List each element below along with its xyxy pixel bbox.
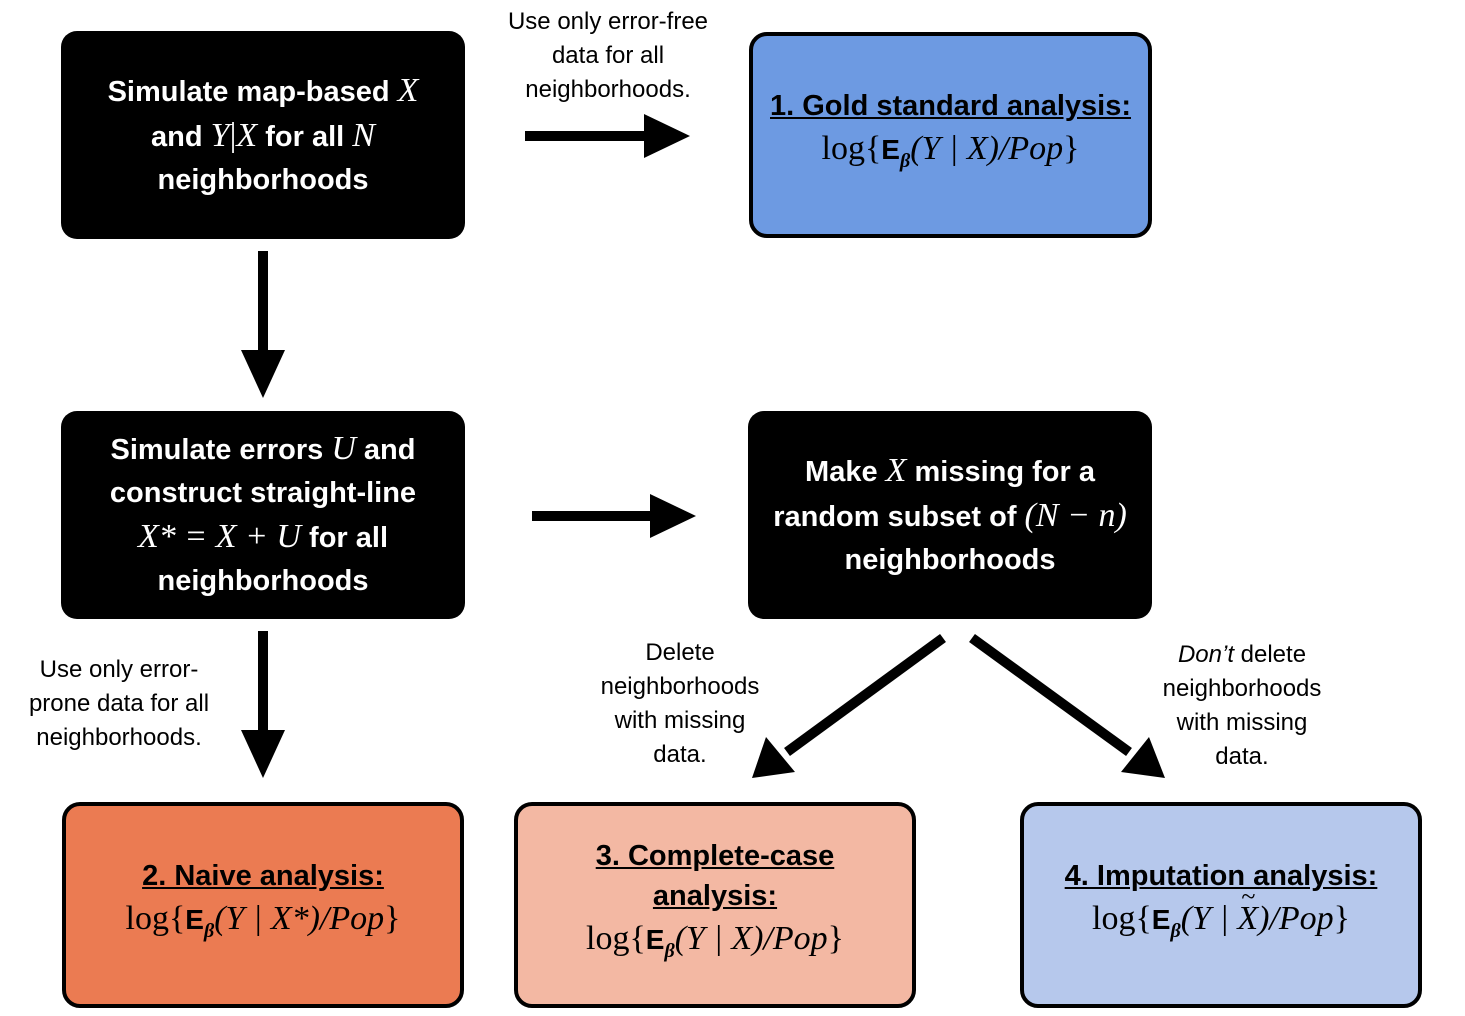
- simulate-errors-line4: neighborhoods: [157, 565, 369, 597]
- naive-analysis-title: 2. Naive analysis:: [142, 860, 384, 893]
- label-dont-delete: Don’t delete neighborhoods with missing …: [1127, 638, 1357, 774]
- imputation-formula: log{Eβ(Y | X)/Pop}: [1092, 874, 1350, 954]
- complete-case-title-line2: analysis:: [652, 880, 778, 913]
- simulate-errors-line1: Simulate errors U and: [110, 430, 416, 467]
- simulate-xy-line2: and Y|X for all N: [151, 116, 375, 154]
- arrowhead-missing-to-imputation: [1121, 737, 1165, 778]
- simulate-xy-line1: Simulate map-based X: [107, 71, 419, 109]
- label-error-free: Use only error-free data for all neighbo…: [507, 8, 709, 103]
- complete-case-title-line1: 3. Complete-case: [595, 840, 835, 873]
- gold-standard-formula: log{Eβ(Y | X)/Pop}: [821, 130, 1080, 172]
- label-error-prone: Use only error- prone data for all neigh…: [28, 656, 210, 751]
- simulate-xy-line3: neighborhoods: [157, 163, 369, 196]
- make-missing-line1: Make X missing for a: [805, 451, 1095, 489]
- arrowhead-missing-to-complete: [752, 737, 795, 778]
- make-missing-line2: random subset of (N − n): [773, 496, 1127, 534]
- arrowhead-errors-to-naive: [241, 730, 285, 778]
- naive-analysis-box: 2. Naive analysis: log{Eβ(Y | X*)/Pop}: [62, 802, 464, 1008]
- arrowhead-sim-to-gold: [644, 114, 690, 158]
- arrow-missing-to-complete: [784, 633, 946, 757]
- arrow-missing-to-imputation: [969, 633, 1132, 757]
- make-missing-box: Make X missing for a random subset of (N…: [748, 411, 1152, 619]
- imputation-title: 4. Imputation analysis:: [1064, 860, 1378, 893]
- imputation-box: 4. Imputation analysis: log{Eβ(Y | X)/Po…: [1020, 802, 1422, 1008]
- arrowhead-sim-to-errors: [241, 350, 285, 398]
- simulate-errors-line3: X* = X + U for all: [138, 518, 388, 555]
- arrowhead-errors-to-missing: [650, 494, 696, 538]
- label-delete: Delete neighborhoods with missing data.: [600, 639, 760, 768]
- label-dont-delete-line1: Don’t delete: [1177, 641, 1307, 668]
- simulate-xy-box: Simulate map-based X and Y|X for all N n…: [61, 31, 465, 239]
- naive-analysis-formula: log{Eβ(Y | X*)/Pop}: [125, 900, 401, 942]
- simulate-errors-line2: construct straight-line: [109, 477, 417, 509]
- make-missing-line3: neighborhoods: [844, 543, 1056, 576]
- gold-standard-title: 1. Gold standard analysis:: [770, 90, 1131, 123]
- complete-case-box: 3. Complete-case analysis: log{Eβ(Y | X)…: [514, 802, 916, 1008]
- gold-standard-box: 1. Gold standard analysis: log{Eβ(Y | X)…: [749, 32, 1152, 238]
- simulate-errors-box: Simulate errors U and construct straight…: [61, 411, 465, 619]
- complete-case-formula: log{Eβ(Y | X)/Pop}: [586, 920, 844, 962]
